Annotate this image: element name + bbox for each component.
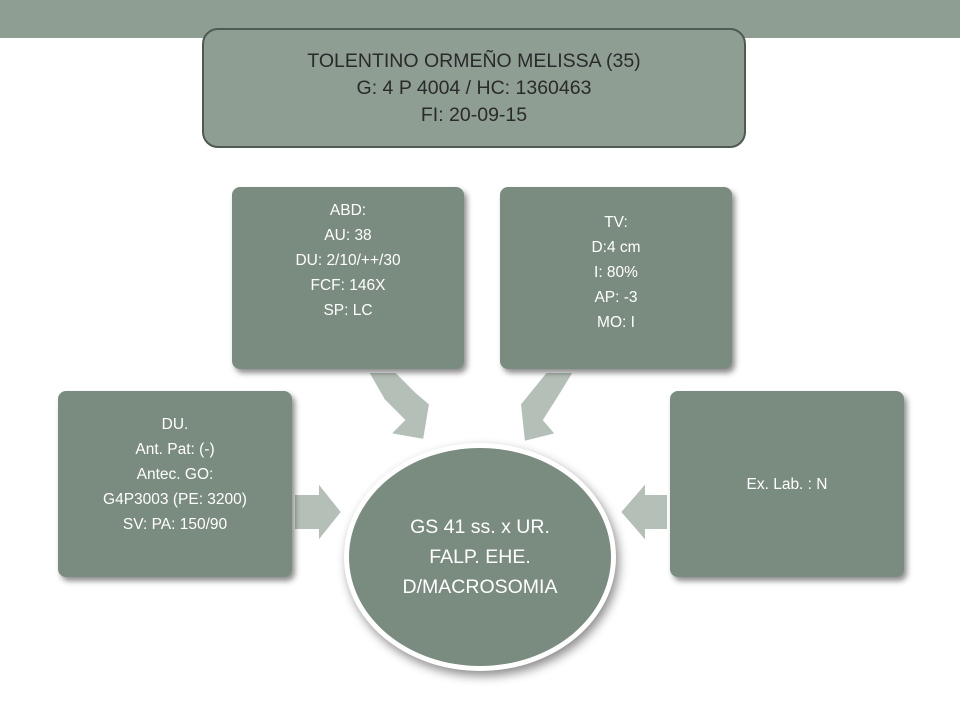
arrow-abd-to-center bbox=[366, 371, 432, 442]
node-line: SP: LC bbox=[323, 302, 373, 319]
node-abdominal-exam: ABD: AU: 38 DU: 2/10/++/30 FCF: 146X SP:… bbox=[232, 187, 464, 369]
patient-header-box: TOLENTINO ORMEÑO MELISSA (35) G: 4 P 400… bbox=[202, 28, 746, 148]
node-line: Ant. Pat: (-) bbox=[135, 441, 215, 458]
node-line: MO: I bbox=[597, 314, 635, 331]
node-line: DU: 2/10/++/30 bbox=[295, 252, 401, 269]
arrow-lab-to-center bbox=[618, 479, 669, 545]
node-vaginal-exam: TV: D:4 cm I: 80% AP: -3 MO: I bbox=[500, 187, 732, 369]
node-line: Antec. GO: bbox=[136, 466, 214, 483]
node-line: ABD: bbox=[329, 202, 367, 219]
node-line: TV: bbox=[604, 214, 628, 231]
arrow-du-to-center bbox=[293, 479, 344, 545]
node-line: FCF: 146X bbox=[310, 277, 386, 294]
node-line: Ex. Lab. : N bbox=[746, 475, 828, 493]
node-line: I: 80% bbox=[594, 264, 638, 281]
diagnosis-line: FALP. EHE. bbox=[429, 546, 531, 568]
node-line: D:4 cm bbox=[591, 239, 641, 256]
node-line: DU. bbox=[161, 416, 189, 433]
node-line: AP: -3 bbox=[594, 289, 638, 306]
arrow-tv-to-center bbox=[518, 371, 576, 444]
central-diagnosis-circle: GS 41 ss. x UR. FALP. EHE. D/MACROSOMIA bbox=[344, 443, 616, 671]
patient-obstetric-info: G: 4 P 4004 / HC: 1360463 bbox=[356, 76, 592, 99]
node-lab-exams: Ex. Lab. : N bbox=[670, 391, 904, 577]
patient-admission-date: FI: 20-09-15 bbox=[420, 103, 528, 126]
node-line: AU: 38 bbox=[324, 227, 372, 244]
diagnosis-line: D/MACROSOMIA bbox=[402, 576, 558, 598]
node-line: SV: PA: 150/90 bbox=[122, 516, 228, 533]
patient-name: TOLENTINO ORMEÑO MELISSA (35) bbox=[307, 49, 641, 72]
node-line: G4P3003 (PE: 3200) bbox=[103, 491, 247, 508]
diagnosis-line: GS 41 ss. x UR. bbox=[410, 516, 550, 538]
node-history: DU. Ant. Pat: (-) Antec. GO: G4P3003 (PE… bbox=[58, 391, 292, 577]
